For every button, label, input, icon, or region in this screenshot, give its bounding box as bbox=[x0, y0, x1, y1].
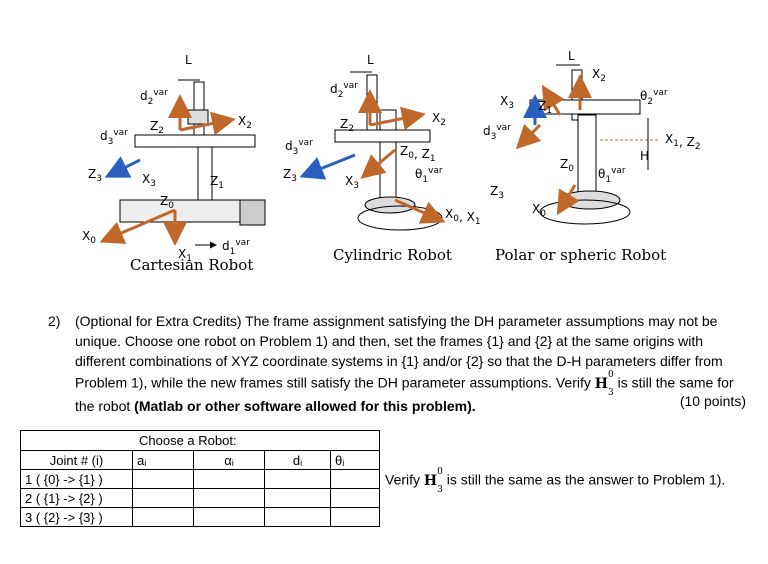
caption-polar: Polar or spheric Robot bbox=[495, 246, 666, 264]
problem-bold-text: (Matlab or other software allowed for th… bbox=[134, 398, 476, 415]
col-joint: Joint # (i) bbox=[20, 450, 133, 470]
table-row: 2 ( {1} -> {2} ) bbox=[20, 488, 380, 508]
svg-text:Z0, Z1: Z0, Z1 bbox=[400, 144, 436, 164]
cartesian-robot-drawing: L d2var Z2 X2 d3var Z3 X3 Z1 Z0 X0 X1 d1… bbox=[82, 53, 266, 264]
cell-theta3[interactable] bbox=[330, 507, 380, 527]
row-label: 3 ( {2} -> {3} ) bbox=[20, 507, 133, 527]
col-a: aᵢ bbox=[132, 450, 194, 470]
cell-alpha1[interactable] bbox=[193, 469, 265, 489]
problem-text-1: (Optional for Extra Credits) The frame a… bbox=[75, 313, 723, 391]
svg-text:X0: X0 bbox=[532, 202, 546, 219]
cell-alpha3[interactable] bbox=[193, 507, 265, 527]
cell-a1[interactable] bbox=[132, 469, 194, 489]
problem-body: (Optional for Extra Credits) The frame a… bbox=[75, 311, 747, 416]
row-label: 2 ( {1} -> {2} ) bbox=[20, 488, 133, 508]
svg-text:Z3: Z3 bbox=[88, 167, 102, 184]
problem-number: 2) bbox=[48, 313, 61, 329]
svg-text:X3: X3 bbox=[345, 174, 359, 191]
verify-text-1: Verify bbox=[385, 471, 424, 488]
svg-text:d3var: d3var bbox=[100, 128, 128, 147]
table-column-headers: Joint # (i) aᵢ αᵢ dᵢ θᵢ bbox=[20, 450, 380, 470]
svg-text:Z3: Z3 bbox=[283, 167, 297, 184]
cell-theta2[interactable] bbox=[330, 488, 380, 508]
svg-text:X1, Z2: X1, Z2 bbox=[665, 132, 701, 152]
svg-text:L: L bbox=[367, 53, 374, 67]
svg-text:X3: X3 bbox=[500, 94, 514, 111]
svg-text:d2var: d2var bbox=[140, 88, 168, 107]
svg-text:X2: X2 bbox=[592, 67, 606, 84]
svg-text:θ2var: θ2var bbox=[640, 88, 668, 107]
col-d: dᵢ bbox=[264, 450, 331, 470]
caption-cartesian: Cartesian Robot bbox=[130, 256, 253, 274]
verify-text-2: is still the same as the answer to Probl… bbox=[442, 471, 726, 488]
table-header: Choose a Robot: bbox=[20, 430, 380, 451]
svg-text:Z0: Z0 bbox=[560, 157, 574, 174]
svg-text:θ1var: θ1var bbox=[598, 166, 626, 185]
cell-d3[interactable] bbox=[264, 507, 331, 527]
svg-text:d1var: d1var bbox=[222, 238, 250, 257]
svg-text:d2var: d2var bbox=[330, 81, 358, 100]
cell-alpha2[interactable] bbox=[193, 488, 265, 508]
svg-text:X0, X1: X0, X1 bbox=[445, 207, 481, 227]
svg-text:θ1var: θ1var bbox=[415, 166, 443, 185]
svg-text:d3var: d3var bbox=[285, 138, 313, 157]
svg-text:Z2: Z2 bbox=[150, 119, 164, 136]
problem-text-2: is still the same for the robot bbox=[75, 374, 734, 415]
caption-cylindric: Cylindric Robot bbox=[333, 246, 452, 264]
cell-d1[interactable] bbox=[264, 469, 331, 489]
polar-robot-drawing: L X2 X3 Z1 θ2var d3var X1, Z2 H Z0 θ1var… bbox=[483, 49, 701, 225]
table-row: 1 ( {0} -> {1} ) bbox=[20, 469, 380, 489]
cell-a2[interactable] bbox=[132, 488, 194, 508]
dh-parameter-table: Choose a Robot: Joint # (i) aᵢ αᵢ dᵢ θᵢ … bbox=[20, 430, 380, 527]
svg-text:L: L bbox=[568, 49, 575, 63]
cell-d2[interactable] bbox=[264, 488, 331, 508]
svg-text:X2: X2 bbox=[432, 111, 446, 128]
row-label: 1 ( {0} -> {1} ) bbox=[20, 469, 133, 489]
svg-text:X2: X2 bbox=[238, 114, 252, 131]
col-alpha: αᵢ bbox=[193, 450, 265, 470]
cell-a3[interactable] bbox=[132, 507, 194, 527]
problem-points: (10 points) bbox=[679, 393, 746, 409]
col-theta: θᵢ bbox=[330, 450, 380, 470]
svg-text:Z3: Z3 bbox=[490, 184, 504, 201]
robots-figure: L d2var Z2 X2 d3var Z3 X3 Z1 Z0 X0 X1 d1… bbox=[82, 49, 701, 274]
cell-theta1[interactable] bbox=[330, 469, 380, 489]
table-row: 3 ( {2} -> {3} ) bbox=[20, 507, 380, 527]
svg-text:L: L bbox=[185, 53, 192, 67]
svg-text:d3var: d3var bbox=[483, 123, 511, 142]
svg-text:X3: X3 bbox=[142, 172, 156, 189]
svg-text:H: H bbox=[640, 149, 649, 163]
svg-text:X0: X0 bbox=[82, 229, 96, 246]
cylindric-robot-drawing: L d2var Z2 X2 d3var Z3 Z0, Z1 X3 θ1var X… bbox=[283, 53, 481, 231]
